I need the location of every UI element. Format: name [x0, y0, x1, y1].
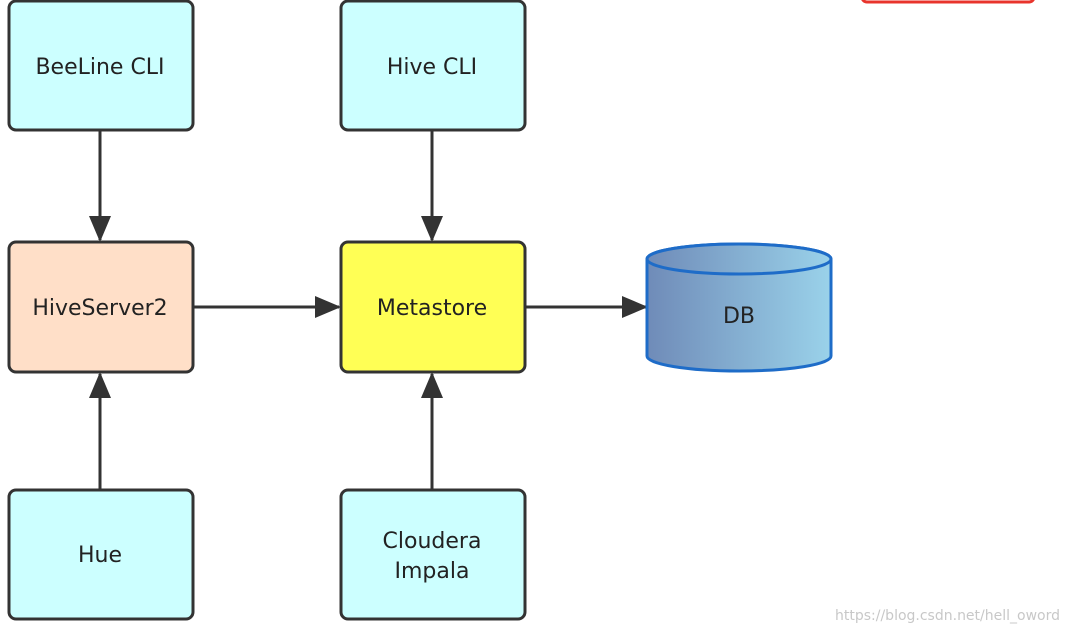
node-beeline-cli: BeeLine CLI: [7, 0, 195, 132]
node-db-label: DB: [723, 304, 755, 329]
db-cylinder-top: [645, 242, 833, 276]
node-hive-cli-box: [339, 0, 527, 132]
node-metastore-box: [339, 240, 527, 374]
node-hiveserver2-label: HiveServer2: [32, 296, 167, 321]
node-metastore-label: Metastore: [377, 296, 487, 321]
corner-red-mark: [861, 0, 1035, 4]
node-hue-label: Hue: [78, 543, 122, 568]
node-hiveserver2-box: [7, 240, 195, 374]
node-cloudera-impala-box: [339, 488, 527, 621]
edges: [89, 131, 648, 489]
node-beeline-cli-label: BeeLine CLI: [35, 55, 164, 80]
node-cloudera-impala-label-line1: Cloudera: [383, 529, 482, 554]
watermark-text: https://blog.csdn.net/hell_oword: [835, 608, 1060, 624]
node-beeline-cli-box: [7, 0, 195, 132]
node-hive-cli-label: Hive CLI: [387, 55, 477, 80]
node-cloudera-impala-label-line2: Impala: [395, 559, 470, 584]
node-hue-box: [7, 488, 195, 621]
node-metastore: Metastore: [339, 240, 527, 374]
node-hiveserver2: HiveServer2: [7, 240, 195, 374]
node-cloudera-impala: Cloudera Impala: [339, 488, 527, 621]
node-hue: Hue: [7, 488, 195, 621]
node-hive-cli: Hive CLI: [339, 0, 527, 132]
node-db: DB: [645, 242, 833, 373]
